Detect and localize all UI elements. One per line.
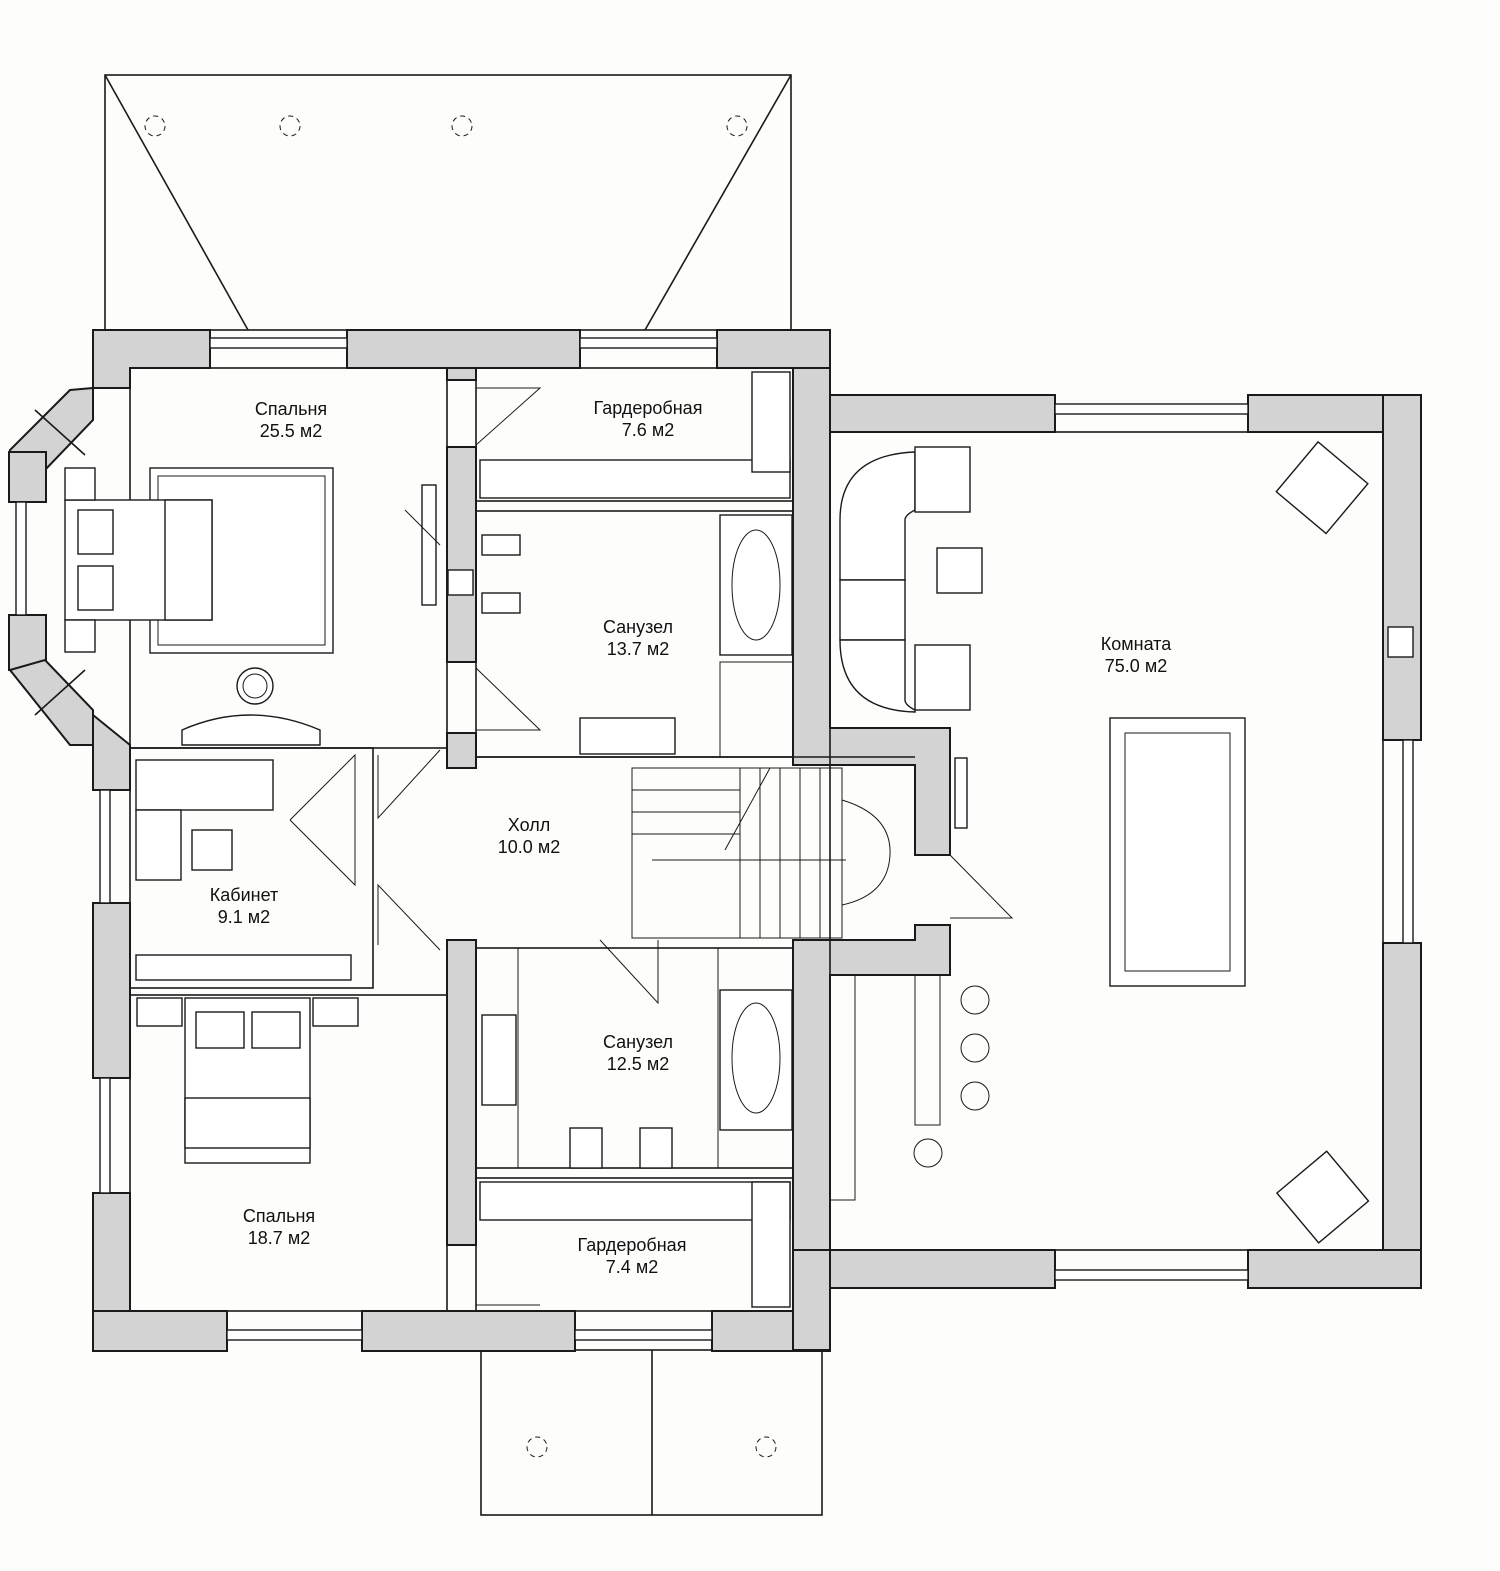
room-name: Спальня [242, 1206, 316, 1226]
room-area: 7.4 м2 [605, 1257, 659, 1277]
room-area: 7.6 м2 [621, 420, 675, 440]
bedroom-2-furniture [136, 997, 359, 1164]
room-name: Гардеробная [577, 1235, 687, 1255]
office-furniture [135, 759, 352, 981]
room-label-bathroom-1: Санузел 13.7 м2 [603, 616, 673, 660]
room-label-big-room: Комната 75.0 м2 [1101, 633, 1171, 677]
big-room-furniture [829, 440, 1414, 1244]
staircase [631, 767, 891, 939]
room-area: 12.5 м2 [606, 1054, 670, 1074]
bottom-porch [480, 1349, 823, 1516]
room-label-bedroom-2: Спальня 18.7 м2 [243, 1205, 315, 1249]
room-name: Комната [1100, 634, 1172, 654]
room-label-wardrobe-1: Гардеробная 7.6 м2 [594, 397, 703, 441]
room-label-bathroom-2: Санузел 12.5 м2 [603, 1031, 673, 1075]
room-label-hall: Холл 10.0 м2 [498, 814, 560, 858]
room-name: Санузел [602, 617, 674, 637]
room-name: Кабинет [209, 885, 279, 905]
room-name: Санузел [602, 1032, 674, 1052]
bedroom-1-furniture [64, 467, 441, 746]
walls [8, 329, 1422, 1352]
room-label-office: Кабинет 9.1 м2 [210, 884, 278, 928]
room-name: Холл [507, 815, 551, 835]
bathroom-2-fixtures [481, 948, 793, 1169]
wardrobe-shelves [479, 371, 791, 1308]
room-label-wardrobe-2: Гардеробная 7.4 м2 [578, 1234, 687, 1278]
room-label-bedroom-1: Спальня 25.5 м2 [255, 398, 327, 442]
room-area: 9.1 м2 [217, 907, 271, 927]
doors [289, 387, 1014, 1306]
room-area: 18.7 м2 [247, 1228, 311, 1248]
partitions [129, 367, 1384, 1312]
room-area: 25.5 м2 [259, 421, 323, 441]
room-name: Спальня [254, 399, 328, 419]
room-name: Гардеробная [593, 398, 703, 418]
room-area: 13.7 м2 [606, 639, 670, 659]
top-terrace [104, 74, 792, 331]
room-area: 10.0 м2 [497, 837, 561, 857]
room-area: 75.0 м2 [1104, 656, 1168, 676]
bathroom-1-fixtures [447, 514, 794, 758]
windows [15, 337, 1414, 1341]
